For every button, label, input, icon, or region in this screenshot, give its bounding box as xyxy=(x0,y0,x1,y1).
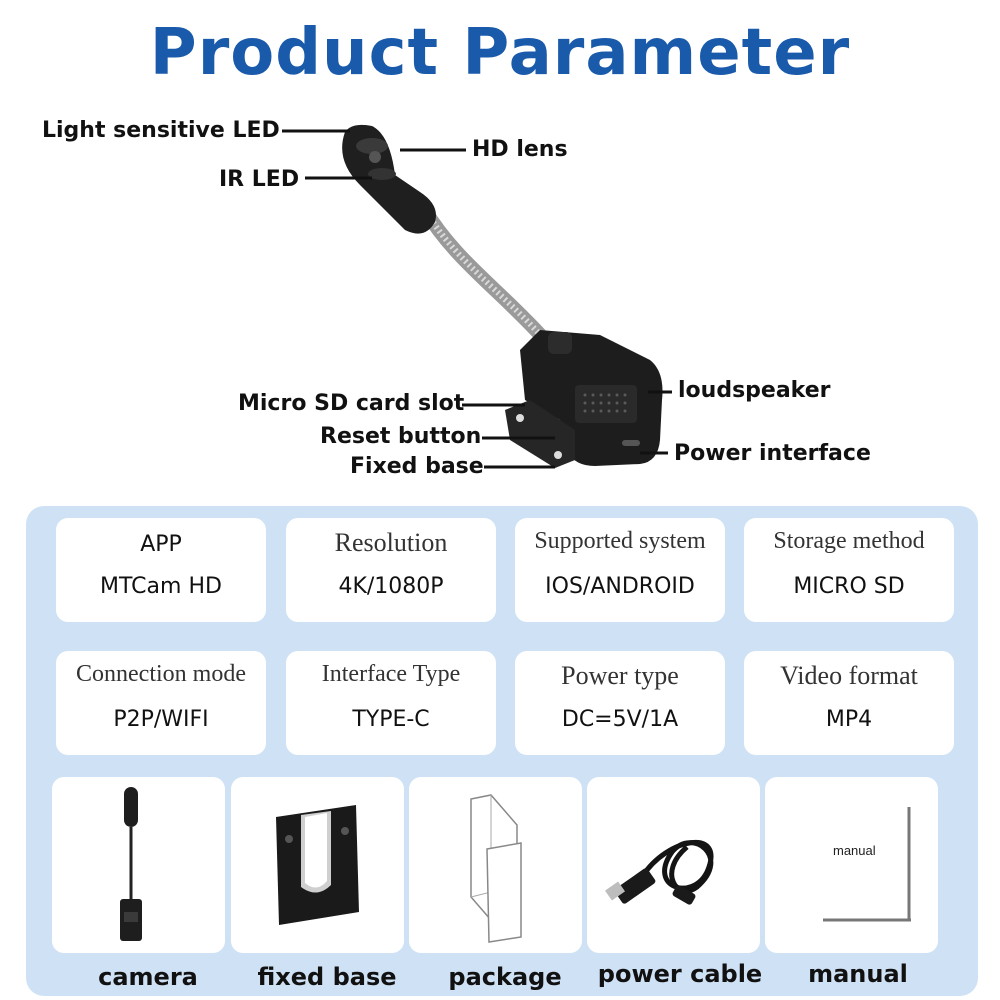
callout-ir-led: IR LED xyxy=(219,167,300,192)
package-item-package xyxy=(409,777,582,953)
spec-label: Storage method xyxy=(773,528,925,554)
spec-label: Connection mode xyxy=(76,661,246,687)
spec-value: P2P/WIFI xyxy=(113,707,209,732)
caption-package: package xyxy=(448,963,562,991)
package-item-power-cable xyxy=(587,777,760,953)
spec-card-interface-type: Interface Type TYPE-C xyxy=(286,651,496,755)
spec-card-resolution: Resolution 4K/1080P xyxy=(286,518,496,622)
spec-label: Resolution xyxy=(334,528,448,557)
spec-card-video-format: Video format MP4 xyxy=(744,651,954,755)
spec-card-storage-method: Storage method MICRO SD xyxy=(744,518,954,622)
spec-card-supported-system: Supported system IOS/ANDROID xyxy=(515,518,725,622)
spec-value: IOS/ANDROID xyxy=(545,574,695,599)
package-item-manual: manual xyxy=(765,777,938,953)
spec-value: DC=5V/1A xyxy=(561,707,679,732)
camera-icon xyxy=(120,787,142,941)
spec-label: Supported system xyxy=(534,528,706,554)
camera-product-illustration xyxy=(282,124,672,469)
spec-value: MTCam HD xyxy=(100,574,222,599)
caption-fixed-base: fixed base xyxy=(257,963,397,991)
spec-card-power-type: Power type DC=5V/1A xyxy=(515,651,725,755)
spec-card-connection-mode: Connection mode P2P/WIFI xyxy=(56,651,266,755)
page-title: Product Parameter xyxy=(149,16,851,90)
fixed-base-icon xyxy=(276,805,359,925)
callout-light-sensitive-led: Light sensitive LED xyxy=(42,118,280,143)
callout-hd-lens: HD lens xyxy=(472,137,568,162)
spec-value: TYPE-C xyxy=(352,707,430,732)
callout-power-interface: Power interface xyxy=(674,441,871,466)
callout-loudspeaker: loudspeaker xyxy=(678,378,831,403)
camera-head-icon xyxy=(342,124,436,234)
manual-cover-text: manual xyxy=(833,843,876,858)
package-item-camera xyxy=(52,777,225,953)
spec-label: Interface Type xyxy=(321,661,461,687)
package-item-fixed-base xyxy=(231,777,404,953)
power-cable-icon xyxy=(605,839,714,905)
callout-fixed-base: Fixed base xyxy=(350,454,484,479)
caption-manual: manual xyxy=(808,960,908,988)
spec-label: Power type xyxy=(561,661,679,690)
callout-micro-sd-card-slot: Micro SD card slot xyxy=(238,391,465,416)
package-box-icon xyxy=(470,794,522,943)
caption-camera: camera xyxy=(98,963,198,991)
callout-reset-button: Reset button xyxy=(320,424,482,449)
manual-icon xyxy=(823,807,911,922)
spec-label: Video format xyxy=(780,661,918,690)
spec-value: 4K/1080P xyxy=(338,574,444,599)
spec-value: MICRO SD xyxy=(793,574,905,599)
caption-power-cable: power cable xyxy=(597,960,763,988)
spec-value: MP4 xyxy=(825,707,873,732)
spec-card-app: APP MTCam HD xyxy=(56,518,266,622)
spec-label: APP xyxy=(140,532,182,557)
camera-body-icon xyxy=(505,330,663,468)
